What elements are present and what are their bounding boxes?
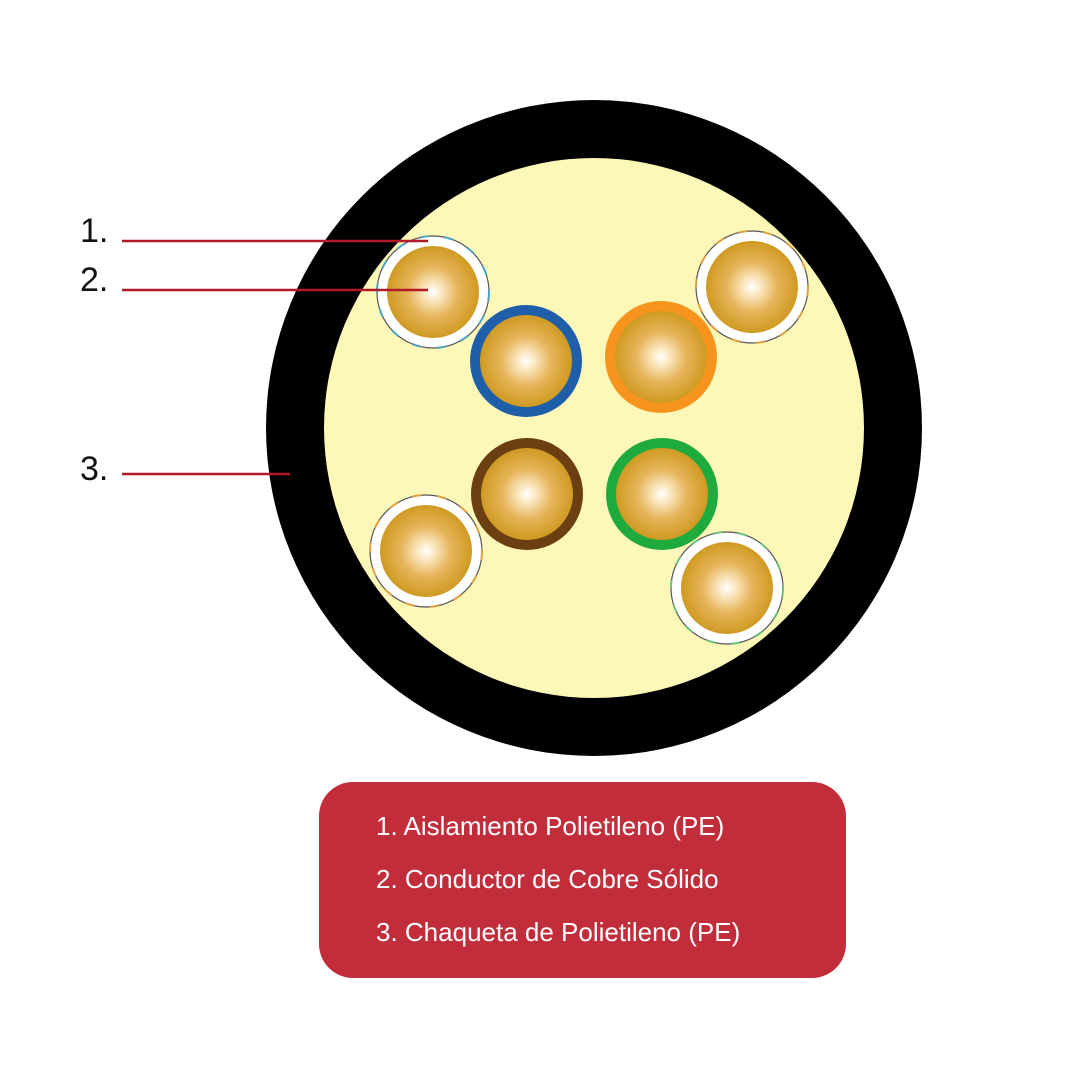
legend-box: 1. Aislamiento Polietileno (PE) 2. Condu… [319,782,846,978]
legend-item-jacket: 3. Chaqueta de Polietileno (PE) [376,917,741,947]
callout-label-3: 3. [80,450,109,488]
cable-filler [324,158,864,698]
legend-item-conductor: 2. Conductor de Cobre Sólido [376,864,719,894]
conductor-brown [471,438,583,550]
conductor-orange [605,301,717,413]
legend-item-insulation: 1. Aislamiento Polietileno (PE) [376,811,725,841]
conductor-blue [470,305,582,417]
conductor-striped-bottom-left [369,494,483,608]
conductor-striped-top-left [376,235,490,349]
callout-label-2: 2. [80,261,109,299]
conductor-striped-top-right [695,230,809,344]
conductor-striped-bottom-right [670,531,784,645]
conductor-green [606,438,718,550]
callout-label-1: 1. [80,212,109,250]
